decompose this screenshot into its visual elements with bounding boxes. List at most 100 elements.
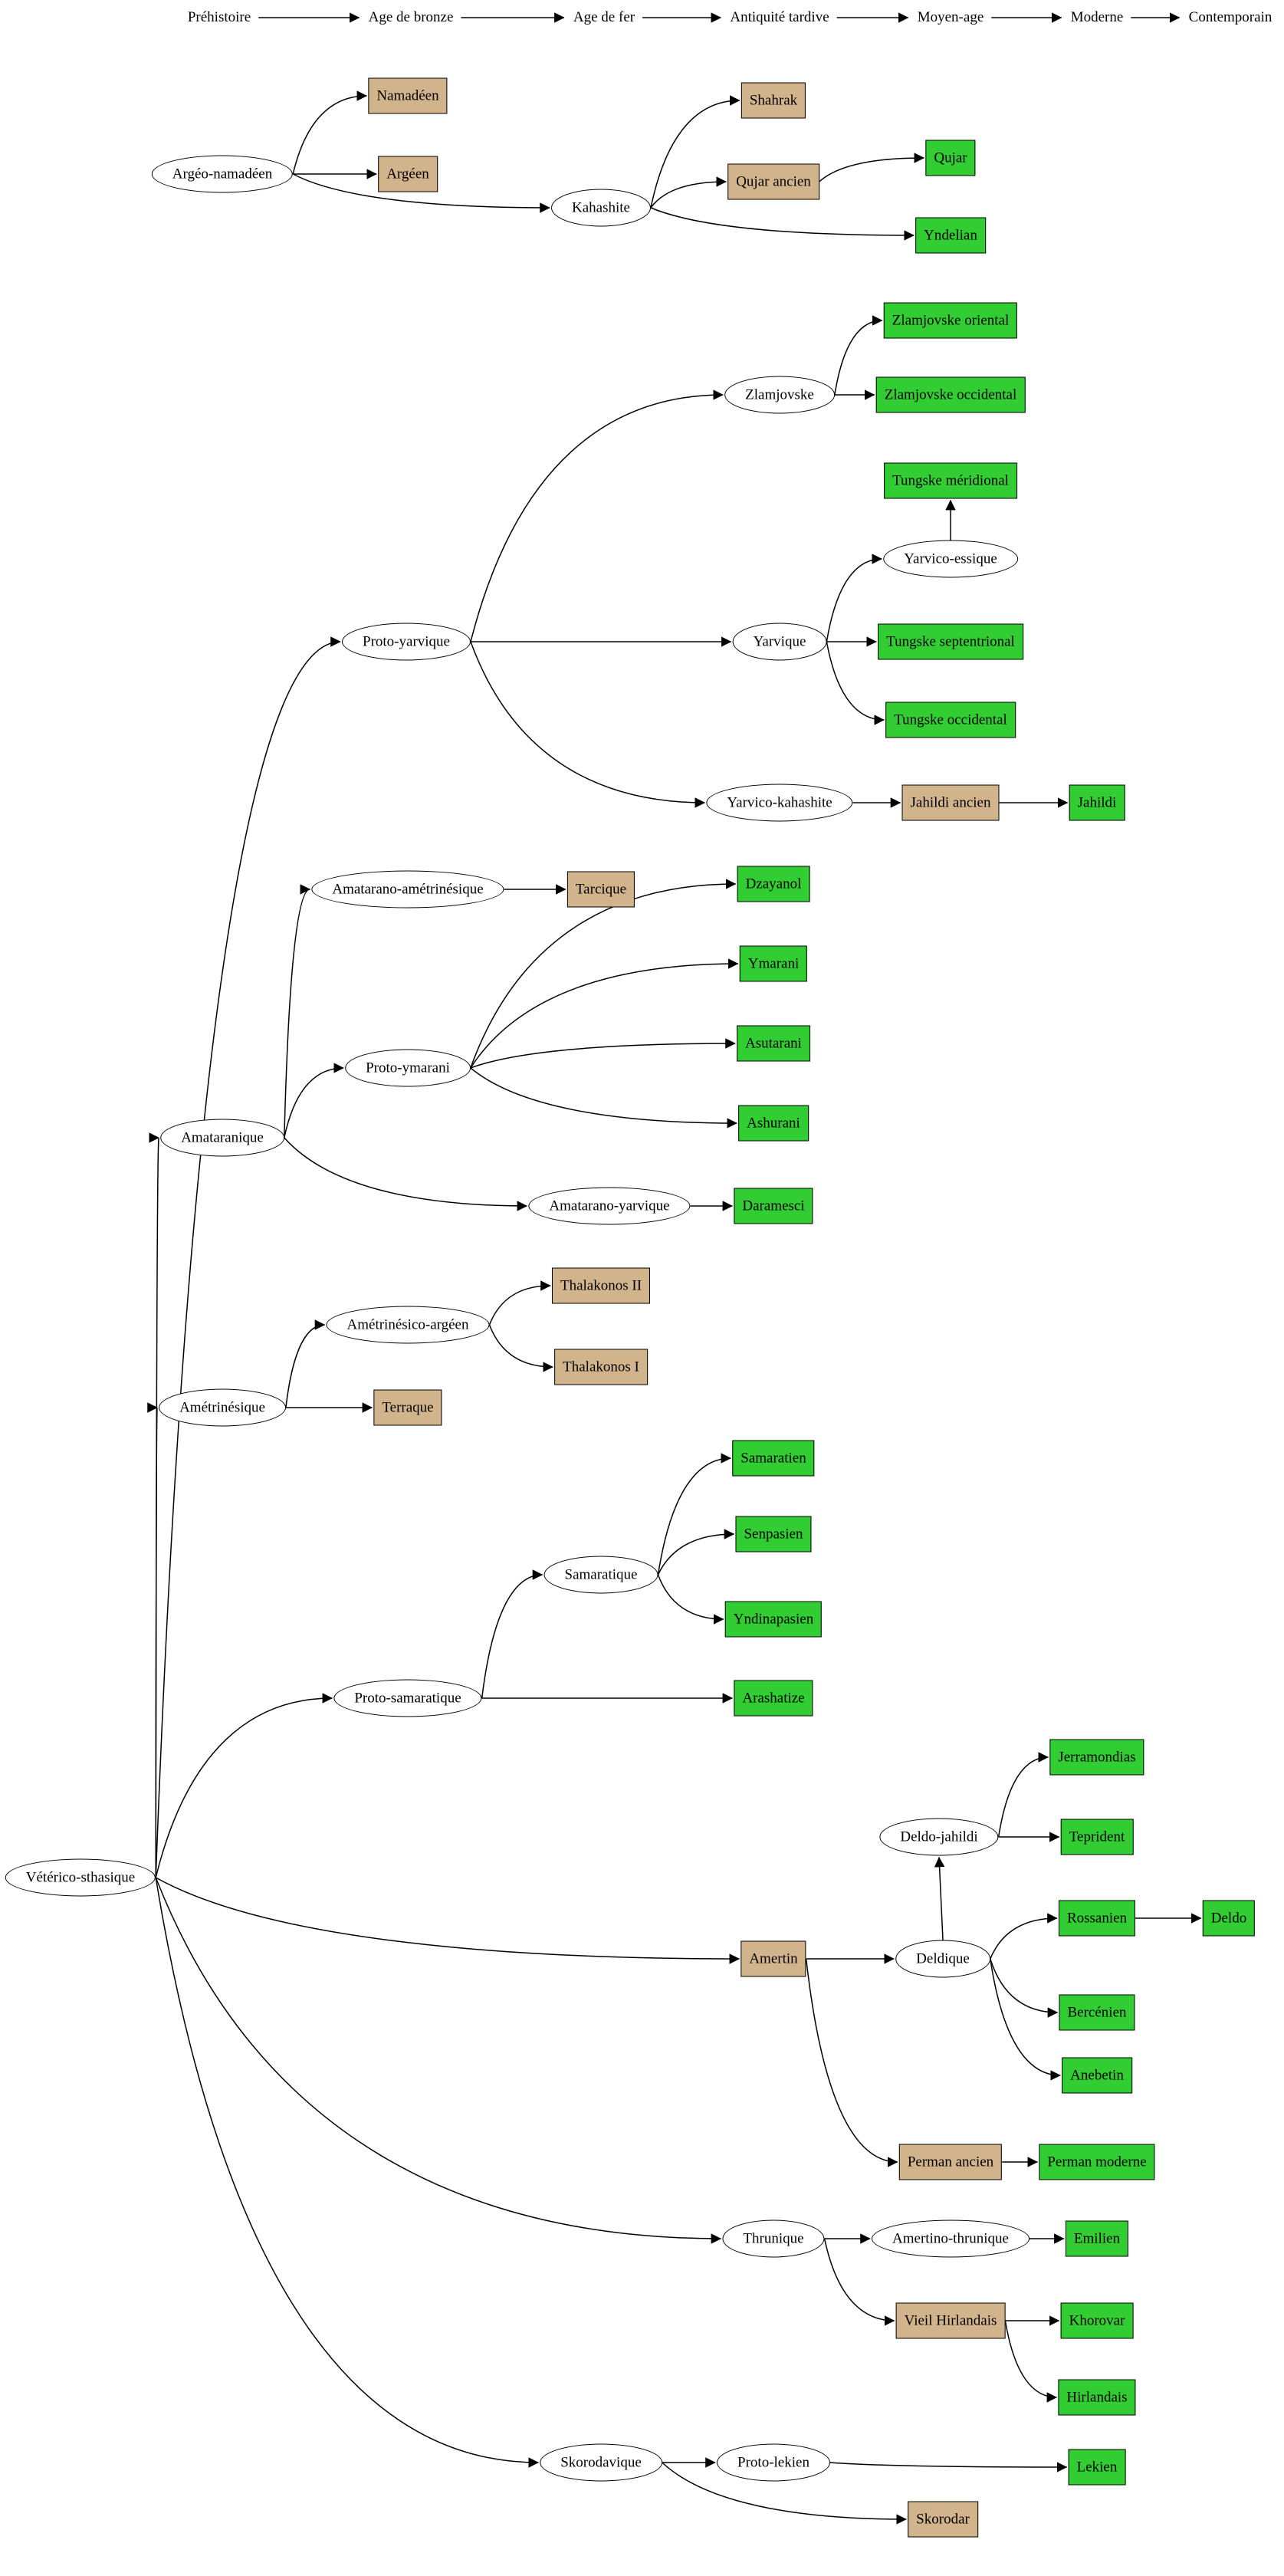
edge-yarvique-to-yarvico-essique xyxy=(826,554,882,642)
node-thrunique: Thrunique xyxy=(722,2220,825,2258)
edge-ametrinesique-to-ametrinesico-argeen xyxy=(285,1319,326,1408)
node-tungske-occidental: Tungske occidental xyxy=(885,702,1016,738)
node-samaratien: Samaratien xyxy=(732,1440,815,1477)
node-ametrinesico-argeen: Amétrinésico-argéen xyxy=(326,1306,490,1344)
node-bercenien: Bercénien xyxy=(1059,1994,1135,2031)
node-amertino-thrunique: Amertino-thrunique xyxy=(872,2220,1029,2258)
edge-samaratique-to-samaratien xyxy=(657,1453,731,1576)
edge-amataranique-to-proto-ymarani xyxy=(284,1063,344,1138)
node-ymarani: Ymarani xyxy=(739,945,808,982)
node-teprident: Teprident xyxy=(1060,1819,1134,1855)
node-thalakonos-ii: Thalakonos II xyxy=(551,1267,651,1304)
node-yarvico-kahashite: Yarvico-kahashite xyxy=(706,784,853,822)
node-argeen: Argéen xyxy=(378,156,438,192)
timeline-era-prehistoire: Préhistoire xyxy=(187,9,251,25)
edge-proto-yarvique-to-zlamjovske xyxy=(470,389,724,642)
edge-kahashite-to-qujar-ancien xyxy=(650,176,727,209)
node-zlamjovske-oriental: Zlamjovske oriental xyxy=(883,302,1018,339)
node-amatarano-ametrinesique: Amatarano-amétrinésique xyxy=(311,870,504,909)
node-lekien: Lekien xyxy=(1068,2449,1126,2486)
edge-amertin-to-perman-ancien xyxy=(805,1958,898,2167)
node-emilien: Emilien xyxy=(1065,2220,1129,2257)
node-deldique: Deldique xyxy=(895,1940,990,1978)
node-perman-moderne: Perman moderne xyxy=(1039,2144,1155,2180)
edge-proto-lekien-to-lekien xyxy=(829,2462,1068,2472)
node-hirlandais: Hirlandais xyxy=(1058,2379,1136,2416)
edge-deldique-to-anebetin xyxy=(990,1958,1061,2081)
edge-proto-ymarani-to-dzayanol xyxy=(470,879,737,1069)
node-jahildi: Jahildi xyxy=(1069,784,1125,821)
edge-kahashite-to-yndelian xyxy=(650,207,915,241)
node-zlamjovske-occidental: Zlamjovske occidental xyxy=(875,376,1026,413)
edge-veterico-sthasique-to-amertin xyxy=(155,1877,741,1964)
node-jahildi-ancien: Jahildi ancien xyxy=(901,784,1000,821)
node-skorodar: Skorodar xyxy=(908,2501,978,2538)
edge-veterico-sthasique-to-skorodavique xyxy=(155,1877,539,2468)
node-kahashite: Kahashite xyxy=(551,189,651,227)
node-perman-ancien: Perman ancien xyxy=(898,2144,1003,2180)
edge-thrunique-to-vieil-hirlandais xyxy=(823,2238,895,2326)
node-yarvique: Yarvique xyxy=(732,623,827,661)
node-argeo-namadeen: Argéo-namadéen xyxy=(151,155,294,193)
node-senpasien: Senpasien xyxy=(735,1516,812,1552)
node-namadeen: Namadéen xyxy=(368,77,448,114)
timeline-era-moderne: Moderne xyxy=(1070,9,1124,25)
node-yarvico-essique: Yarvico-essique xyxy=(883,540,1018,578)
node-proto-ymarani: Proto-ymarani xyxy=(345,1049,471,1087)
node-amertin: Amertin xyxy=(741,1940,806,1977)
edge-amataranique-to-amatarano-yarvique xyxy=(284,1137,528,1211)
timeline-era-moyen-age: Moyen-age xyxy=(917,9,984,25)
node-samaratique: Samaratique xyxy=(543,1556,658,1594)
node-tarcique: Tarcique xyxy=(566,871,635,908)
node-ashurani: Ashurani xyxy=(738,1105,809,1142)
edge-deldique-to-rossanien xyxy=(990,1913,1058,1960)
edge-veterico-sthasique-to-amataranique xyxy=(148,1134,159,1878)
node-rossanien: Rossanien xyxy=(1058,1900,1136,1937)
node-anebetin: Anebetin xyxy=(1062,2057,1132,2094)
edge-veterico-sthasique-to-proto-yarvique xyxy=(155,636,341,1878)
node-amatarano-yarvique: Amatarano-yarvique xyxy=(528,1187,691,1225)
node-deldo: Deldo xyxy=(1202,1900,1256,1937)
edge-deldique-to-deldo-jahildi xyxy=(934,1856,945,1940)
node-yndelian: Yndelian xyxy=(915,217,986,254)
node-proto-lekien: Proto-lekien xyxy=(717,2443,830,2482)
edge-samaratique-to-senpasien xyxy=(657,1529,735,1576)
node-daramesci: Daramesci xyxy=(734,1188,813,1224)
node-amataranique: Amataranique xyxy=(160,1119,284,1157)
timeline-era-contemporain: Contemporain xyxy=(1188,9,1273,25)
node-shahrak: Shahrak xyxy=(741,82,806,119)
edge-proto-ymarani-to-asutarani xyxy=(470,1038,736,1069)
node-qujar: Qujar xyxy=(925,140,976,176)
edge-proto-yarvique-to-yarvico-kahashite xyxy=(470,641,705,808)
node-asutarani: Asutarani xyxy=(737,1025,810,1062)
edge-veterico-sthasique-to-thrunique xyxy=(155,1877,722,2244)
node-thalakonos-i: Thalakonos I xyxy=(554,1349,648,1385)
edge-veterico-sthasique-to-proto-samaratique xyxy=(155,1693,333,1878)
edge-deldique-to-bercenien xyxy=(990,1958,1059,2018)
edge-ametrinesico-argeen-to-thalakonos-ii xyxy=(488,1280,551,1326)
node-ametrinesique: Amétrinésique xyxy=(159,1388,286,1427)
edge-yarvique-to-tungske-occidental xyxy=(826,641,885,725)
node-skorodavique: Skorodavique xyxy=(540,2443,662,2482)
node-arashatize: Arashatize xyxy=(734,1680,813,1717)
node-proto-yarvique: Proto-yarvique xyxy=(342,623,471,661)
edge-samaratique-to-yndinapasien xyxy=(657,1574,724,1625)
edge-proto-ymarani-to-ashurani xyxy=(470,1067,737,1129)
node-deldo-jahildi: Deldo-jahildi xyxy=(879,1818,999,1856)
timeline-era-antiquite-tardive: Antiquité tardive xyxy=(730,9,829,25)
node-zlamjovske: Zlamjovske xyxy=(724,376,835,414)
node-veterico-sthasique: Vétérico-sthasique xyxy=(5,1858,156,1897)
edge-zlamjovske-to-zlamjovske-oriental xyxy=(834,315,883,396)
node-tungske-septentrional: Tungske septentrional xyxy=(878,623,1023,660)
edge-amataranique-to-amatarano-ametrinesique xyxy=(284,884,311,1138)
edge-argeo-namadeen-to-namadeen xyxy=(292,90,368,175)
node-proto-samaratique: Proto-samaratique xyxy=(333,1679,482,1717)
node-qujar-ancien: Qujar ancien xyxy=(727,163,819,200)
edge-vieil-hirlandais-to-hirlandais xyxy=(1004,2320,1058,2403)
edge-deldo-jahildi-to-jerramondias xyxy=(997,1752,1049,1838)
node-dzayanol: Dzayanol xyxy=(737,866,810,902)
timeline-era-age-de-bronze: Age de bronze xyxy=(368,9,454,25)
edge-proto-samaratique-to-samaratique xyxy=(481,1569,543,1699)
node-terraque: Terraque xyxy=(373,1389,442,1426)
